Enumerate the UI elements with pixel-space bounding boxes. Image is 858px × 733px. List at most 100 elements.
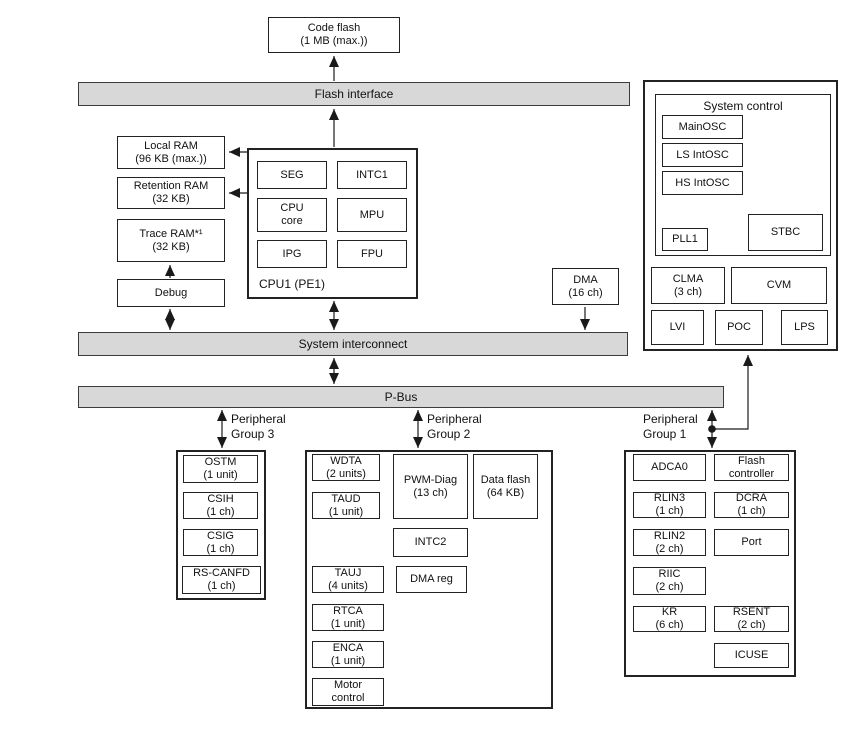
ostm-box: OSTM (1 unit) bbox=[183, 455, 258, 483]
clma-line1: CLMA bbox=[672, 272, 704, 285]
cpu-block-cpu-core: CPU core bbox=[257, 198, 327, 232]
flash-controller-box: Flash controller bbox=[714, 454, 789, 481]
mainosc-box: MainOSC bbox=[662, 115, 743, 139]
junction-dot bbox=[708, 425, 716, 433]
rlin2-line2: (2 ch) bbox=[655, 542, 684, 555]
rs-canfd-line1: RS-CANFD bbox=[193, 567, 250, 579]
dma-line1: DMA bbox=[573, 273, 598, 286]
hs-intosc-box: HS IntOSC bbox=[662, 171, 743, 195]
mainosc-label: MainOSC bbox=[678, 120, 727, 133]
local-ram-line1: Local RAM bbox=[144, 139, 198, 152]
retention-ram-line2: (32 KB) bbox=[152, 193, 190, 205]
dma-line2: (16 ch) bbox=[568, 286, 603, 299]
csig-line1: CSIG bbox=[207, 529, 234, 542]
rs-canfd-line2: (1 ch) bbox=[207, 580, 236, 592]
p-bus-label: P-Bus bbox=[384, 390, 418, 404]
csig-line2: (1 ch) bbox=[206, 542, 235, 555]
motor-control-line1: Motor bbox=[333, 679, 363, 691]
rlin3-box: RLIN3 (1 ch) bbox=[633, 492, 706, 518]
group2-label-line1: Peripheral bbox=[427, 412, 482, 426]
group3-label-line2: Group 3 bbox=[231, 427, 275, 441]
trace-ram-box: Trace RAM*¹ (32 KB) bbox=[117, 219, 225, 262]
clma-line2: (3 ch) bbox=[673, 285, 703, 298]
trace-ram-line1: Trace RAM*¹ bbox=[139, 227, 203, 240]
wdta-line2: (2 units) bbox=[326, 467, 366, 480]
adca0-label: ADCA0 bbox=[651, 461, 688, 473]
lvi-label: LVI bbox=[669, 321, 686, 333]
retention-ram-box: Retention RAM (32 KB) bbox=[117, 177, 225, 209]
dma-reg-box: DMA reg bbox=[396, 566, 467, 593]
data-flash-line1: Data flash bbox=[480, 473, 531, 486]
local-ram-box: Local RAM (96 KB (max.)) bbox=[117, 136, 225, 169]
ls-intosc-box: LS IntOSC bbox=[662, 143, 743, 167]
stbc-box: STBC bbox=[748, 214, 823, 251]
taud-box: TAUD (1 unit) bbox=[312, 492, 380, 519]
dma-box: DMA (16 ch) bbox=[552, 268, 619, 305]
data-flash-line2: (64 KB) bbox=[486, 486, 525, 499]
riic-box: RIIC (2 ch) bbox=[633, 567, 706, 595]
rlin2-line1: RLIN2 bbox=[653, 529, 686, 542]
rlin3-line1: RLIN3 bbox=[653, 492, 686, 504]
intc2-label: INTC2 bbox=[414, 536, 447, 548]
csig-box: CSIG (1 ch) bbox=[183, 529, 258, 556]
cpu-block-seg: SEG bbox=[257, 161, 327, 189]
ipg-label: IPG bbox=[282, 247, 302, 260]
kr-line2: (6 ch) bbox=[655, 619, 684, 631]
hs-intosc-label: HS IntOSC bbox=[675, 176, 730, 189]
port-label: Port bbox=[741, 536, 762, 548]
rsent-line1: RSENT bbox=[732, 606, 771, 618]
peripheral-group1-label: Peripheral Group 1 bbox=[643, 412, 698, 442]
flash-interface-bus: Flash interface bbox=[78, 82, 630, 106]
ostm-line1: OSTM bbox=[204, 456, 237, 468]
enca-line2: (1 unit) bbox=[330, 654, 366, 667]
rlin2-box: RLIN2 (2 ch) bbox=[633, 529, 706, 556]
icuse-label: ICUSE bbox=[734, 649, 769, 661]
peripheral-group3-label: Peripheral Group 3 bbox=[231, 412, 286, 442]
system-control-title: System control bbox=[703, 99, 783, 113]
dcra-line1: DCRA bbox=[735, 492, 768, 504]
enca-line1: ENCA bbox=[332, 641, 364, 654]
group1-outer-box bbox=[624, 450, 796, 677]
flash-controller-line1: Flash bbox=[738, 454, 765, 467]
tauj-box: TAUJ (4 units) bbox=[312, 566, 384, 593]
rtca-line1: RTCA bbox=[333, 604, 363, 617]
peripheral-group2-label: Peripheral Group 2 bbox=[427, 412, 482, 442]
intc1-label: INTC1 bbox=[356, 168, 388, 181]
motor-control-box: Motor control bbox=[312, 678, 384, 706]
seg-label: SEG bbox=[280, 168, 304, 181]
ostm-line2: (1 unit) bbox=[203, 469, 238, 481]
rsent-box: RSENT (2 ch) bbox=[714, 606, 789, 632]
cvm-box: CVM bbox=[731, 267, 827, 304]
taud-line1: TAUD bbox=[331, 492, 361, 505]
p-bus: P-Bus bbox=[78, 386, 724, 408]
group3-label-line1: Peripheral bbox=[231, 412, 286, 426]
cpu1-label: CPU1 (PE1) bbox=[259, 277, 326, 291]
port-box: Port bbox=[714, 529, 789, 556]
intc2-box: INTC2 bbox=[393, 528, 468, 557]
mpu-label: MPU bbox=[359, 208, 385, 221]
wdta-line1: WDTA bbox=[330, 454, 362, 467]
pwm-diag-box: PWM-Diag (13 ch) bbox=[393, 454, 468, 519]
code-flash-box: Code flash (1 MB (max.)) bbox=[268, 17, 400, 53]
rtca-box: RTCA (1 unit) bbox=[312, 604, 384, 631]
poc-box: POC bbox=[715, 310, 763, 345]
group2-label-line2: Group 2 bbox=[427, 427, 471, 441]
csih-line1: CSIH bbox=[207, 492, 234, 505]
kr-line1: KR bbox=[661, 606, 678, 618]
cpu-core-line2: core bbox=[281, 215, 303, 227]
dcra-line2: (1 ch) bbox=[737, 505, 766, 517]
taud-line2: (1 unit) bbox=[328, 505, 364, 518]
pwm-diag-line1: PWM-Diag bbox=[403, 473, 458, 486]
dma-reg-label: DMA reg bbox=[410, 573, 453, 585]
riic-line2: (2 ch) bbox=[655, 581, 684, 593]
rtca-line2: (1 unit) bbox=[330, 617, 366, 630]
cpu-block-mpu: MPU bbox=[337, 198, 407, 232]
local-ram-line2: (96 KB (max.)) bbox=[135, 152, 207, 165]
data-flash-box: Data flash (64 KB) bbox=[473, 454, 538, 519]
clma-box: CLMA (3 ch) bbox=[651, 267, 725, 304]
fpu-label: FPU bbox=[361, 247, 383, 260]
group1-label-line2: Group 1 bbox=[643, 427, 687, 441]
icuse-box: ICUSE bbox=[714, 643, 789, 668]
group1-label-line1: Peripheral bbox=[643, 412, 698, 426]
